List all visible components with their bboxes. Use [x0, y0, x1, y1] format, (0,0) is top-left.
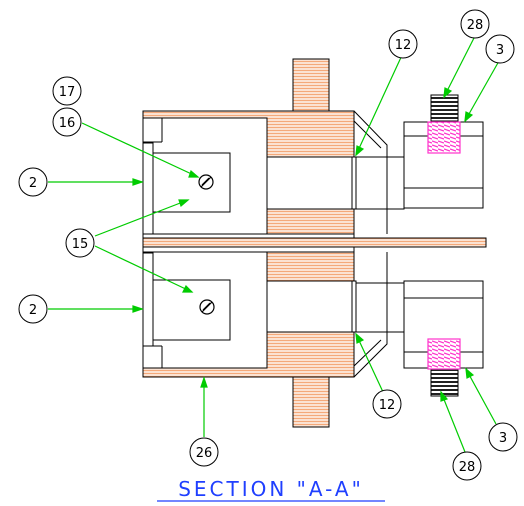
screw-lower [199, 299, 215, 315]
callout-2-top: 2 [18, 167, 48, 197]
callout-17-label: 17 [59, 85, 76, 100]
callout-2-bottom: 2 [18, 294, 48, 324]
callout-28-bottom-label: 28 [459, 460, 476, 475]
set-screw-lower [430, 368, 459, 397]
callout-12-top-label: 12 [395, 38, 412, 53]
callout-3-top-label: 3 [496, 43, 504, 58]
set-screw-upper [430, 94, 459, 122]
callout-28-top: 28 [460, 9, 490, 39]
callout-16: 16 [52, 107, 82, 137]
section-title: SECTION "A-A" [157, 477, 385, 502]
callout-15-label: 15 [72, 237, 89, 252]
bushing-lower [351, 280, 405, 333]
leader-lines [48, 35, 500, 453]
screw-upper [198, 174, 214, 190]
center-rail [142, 233, 487, 253]
callout-12-bottom-label: 12 [379, 398, 396, 413]
callout-16-label: 16 [59, 116, 76, 131]
section-title-text: SECTION "A-A" [178, 477, 364, 501]
clamp-jaw-lower [142, 252, 231, 347]
callout-3-bottom: 3 [488, 422, 518, 452]
callout-28-top-label: 28 [467, 18, 484, 33]
angled-housing [353, 110, 388, 378]
tapped-hole-lower [427, 338, 461, 370]
bushing-upper [351, 156, 405, 210]
callout-2-top-label: 2 [29, 176, 37, 191]
clamp-jaw-upper [142, 142, 231, 235]
callout-15: 15 [65, 228, 95, 258]
callout-12-bottom: 12 [372, 389, 402, 419]
callout-17: 17 [52, 76, 82, 106]
callout-2-bottom-label: 2 [29, 303, 37, 318]
callout-26: 26 [189, 437, 219, 467]
tapped-hole-upper [427, 121, 461, 154]
callout-3-top: 3 [485, 34, 515, 64]
callout-12-top: 12 [388, 29, 418, 59]
callout-28-bottom: 28 [452, 451, 482, 481]
callout-26-label: 26 [196, 446, 213, 461]
callout-3-bottom-label: 3 [499, 431, 507, 446]
